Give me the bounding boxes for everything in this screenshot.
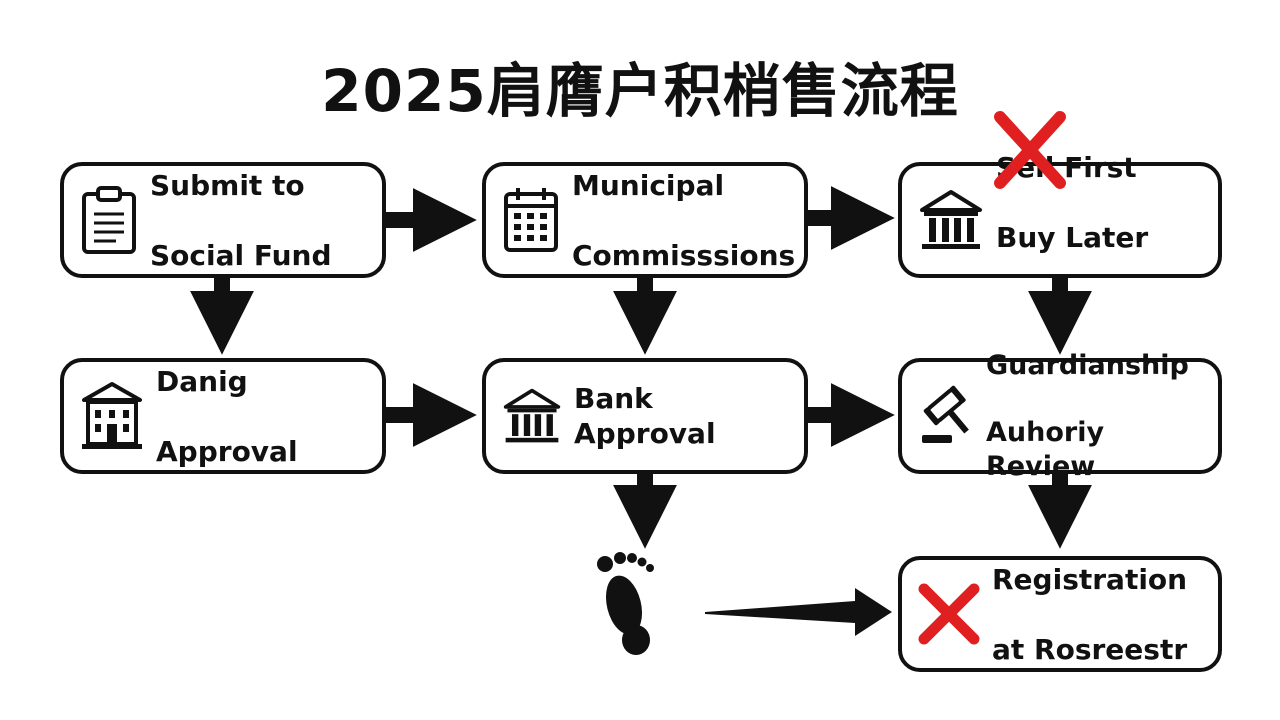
node-label-line-2: Auhoriy Review xyxy=(986,417,1105,482)
node-label-line-1: Municipal xyxy=(572,168,725,202)
node-label-line-1: Bank Approval xyxy=(574,382,716,450)
node-submit-to-social-fund: Submit to Social Fund xyxy=(60,162,386,278)
red-x-icon xyxy=(994,111,1066,189)
building-icon xyxy=(80,380,144,452)
node-label: Submit to Social Fund xyxy=(150,133,331,308)
gavel-icon xyxy=(918,385,980,447)
node-label-line-2: Approval xyxy=(156,434,298,468)
node-label: Municipal Commisssions xyxy=(572,133,795,308)
node-label-line-1: Sell First xyxy=(996,151,1137,184)
node-label-line-1: Danig xyxy=(156,364,248,398)
node-label: Guardianship Auhoriy Review xyxy=(986,315,1218,518)
node-label: Registration at Rosreestr xyxy=(992,527,1187,702)
node-municipal-commissions: Municipal Commisssions xyxy=(482,162,808,278)
arrow-footprint-to-registration xyxy=(705,588,892,636)
bank-building-icon xyxy=(502,386,562,446)
node-label: Sell First Buy Later xyxy=(994,111,1149,325)
node-label-line-2: Commisssions xyxy=(572,238,796,272)
node-guardianship-review: Guardianship Auhoriy Review xyxy=(898,350,1222,482)
node-label-line-2: Social Fund xyxy=(150,238,332,272)
diagram-title: 2025肩膺户积梢售流程 xyxy=(321,57,959,125)
node-label-line-2: Buy Later xyxy=(996,221,1149,254)
calendar-icon xyxy=(502,186,560,254)
node-registration-rosreestr: Registration at Rosreestr xyxy=(898,556,1222,672)
node-sell-first-buy-later: Sell First Buy Later xyxy=(898,111,1222,278)
node-label: Bank Approval xyxy=(574,346,804,486)
node-label: Danig Approval xyxy=(156,329,298,504)
node-bank-approval: Bank Approval xyxy=(482,358,808,474)
clipboard-icon xyxy=(80,184,138,256)
node-danig-approval: Danig Approval xyxy=(60,358,386,474)
footprint-icon xyxy=(597,552,654,655)
bank-building-icon xyxy=(918,188,984,252)
node-label-line-1: Guardianship xyxy=(986,349,1189,381)
node-label-line-2: at Rosreestr xyxy=(992,632,1188,666)
node-label-line-1: Registration xyxy=(992,562,1188,596)
node-label-line-1: Submit to xyxy=(150,168,305,202)
red-x-icon xyxy=(918,583,980,645)
